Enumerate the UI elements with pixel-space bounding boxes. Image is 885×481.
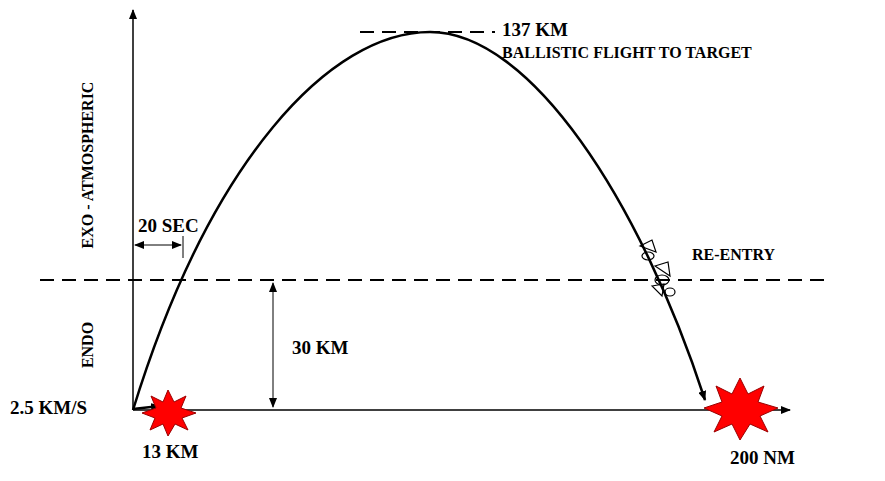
phase-label: RE-ENTRY [692, 246, 775, 264]
region-label: ENDO [79, 322, 97, 368]
reentry-vehicles [640, 240, 675, 296]
flight-label: BALLISTIC FLIGHT TO TARGET [502, 44, 752, 62]
launch-explosion [142, 390, 196, 436]
region-label: EXO - ATMOSPHERIC [79, 82, 97, 249]
horizontal-axis [133, 409, 790, 411]
time-tick [183, 236, 184, 258]
impact-explosion [704, 378, 778, 440]
atmosphere-boundary [40, 279, 825, 281]
range-label: 200 NM [730, 448, 795, 469]
dimension-label: 30 KM [292, 338, 348, 359]
velocity-label: 2.5 KM/S [10, 398, 87, 419]
altitude-label: 137 KM [502, 20, 568, 41]
time-label: 20 SEC [138, 216, 199, 237]
range-label: 13 KM [142, 442, 198, 463]
time-dimension [135, 245, 181, 246]
altitude-dimension [273, 283, 274, 407]
trajectory-curve [133, 32, 705, 410]
vertical-axis [132, 10, 134, 410]
